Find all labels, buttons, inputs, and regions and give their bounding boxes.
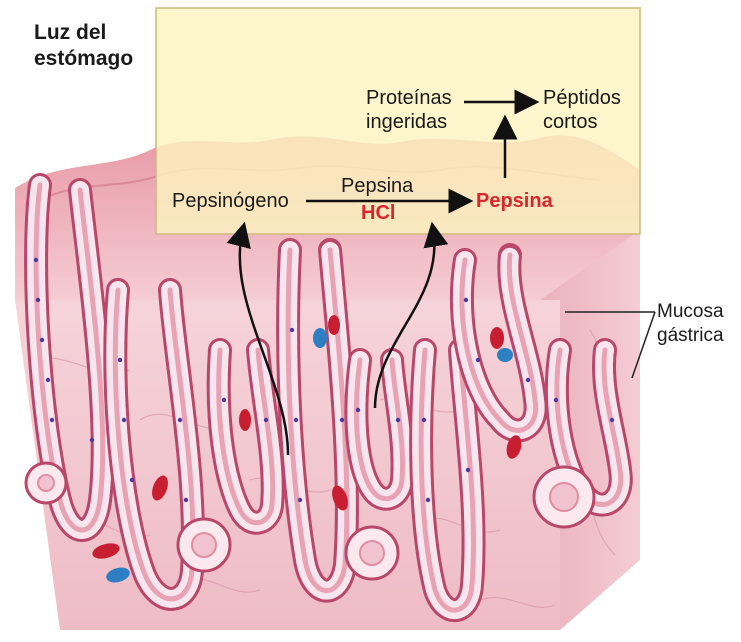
short-peptides-label: Péptidos cortos — [543, 86, 621, 134]
gastric-mucosa-label: Mucosa gástrica — [657, 300, 724, 348]
ingested-proteins-line2: ingeridas — [366, 110, 452, 134]
short-peptides-line2: cortos — [543, 110, 621, 134]
short-peptides-line1: Péptidos — [543, 86, 621, 110]
hcl-label: HCl — [361, 201, 395, 225]
pepsinogen-label: Pepsinógeno — [172, 189, 289, 213]
gastric-mucosa-line2: gástrica — [657, 324, 724, 348]
ingested-proteins-label: Proteínas ingeridas — [366, 86, 452, 134]
stomach-lumen-label: Luz del estómago — [34, 20, 133, 72]
ingested-proteins-line1: Proteínas — [366, 86, 452, 110]
gastric-mucosa-line1: Mucosa — [657, 300, 724, 324]
pepsin-catalyst-label: Pepsina — [341, 174, 413, 198]
stomach-lumen-label-line1: Luz del — [34, 20, 133, 46]
stomach-lumen-label-line2: estómago — [34, 46, 133, 72]
active-pepsin-label: Pepsina — [476, 189, 553, 213]
